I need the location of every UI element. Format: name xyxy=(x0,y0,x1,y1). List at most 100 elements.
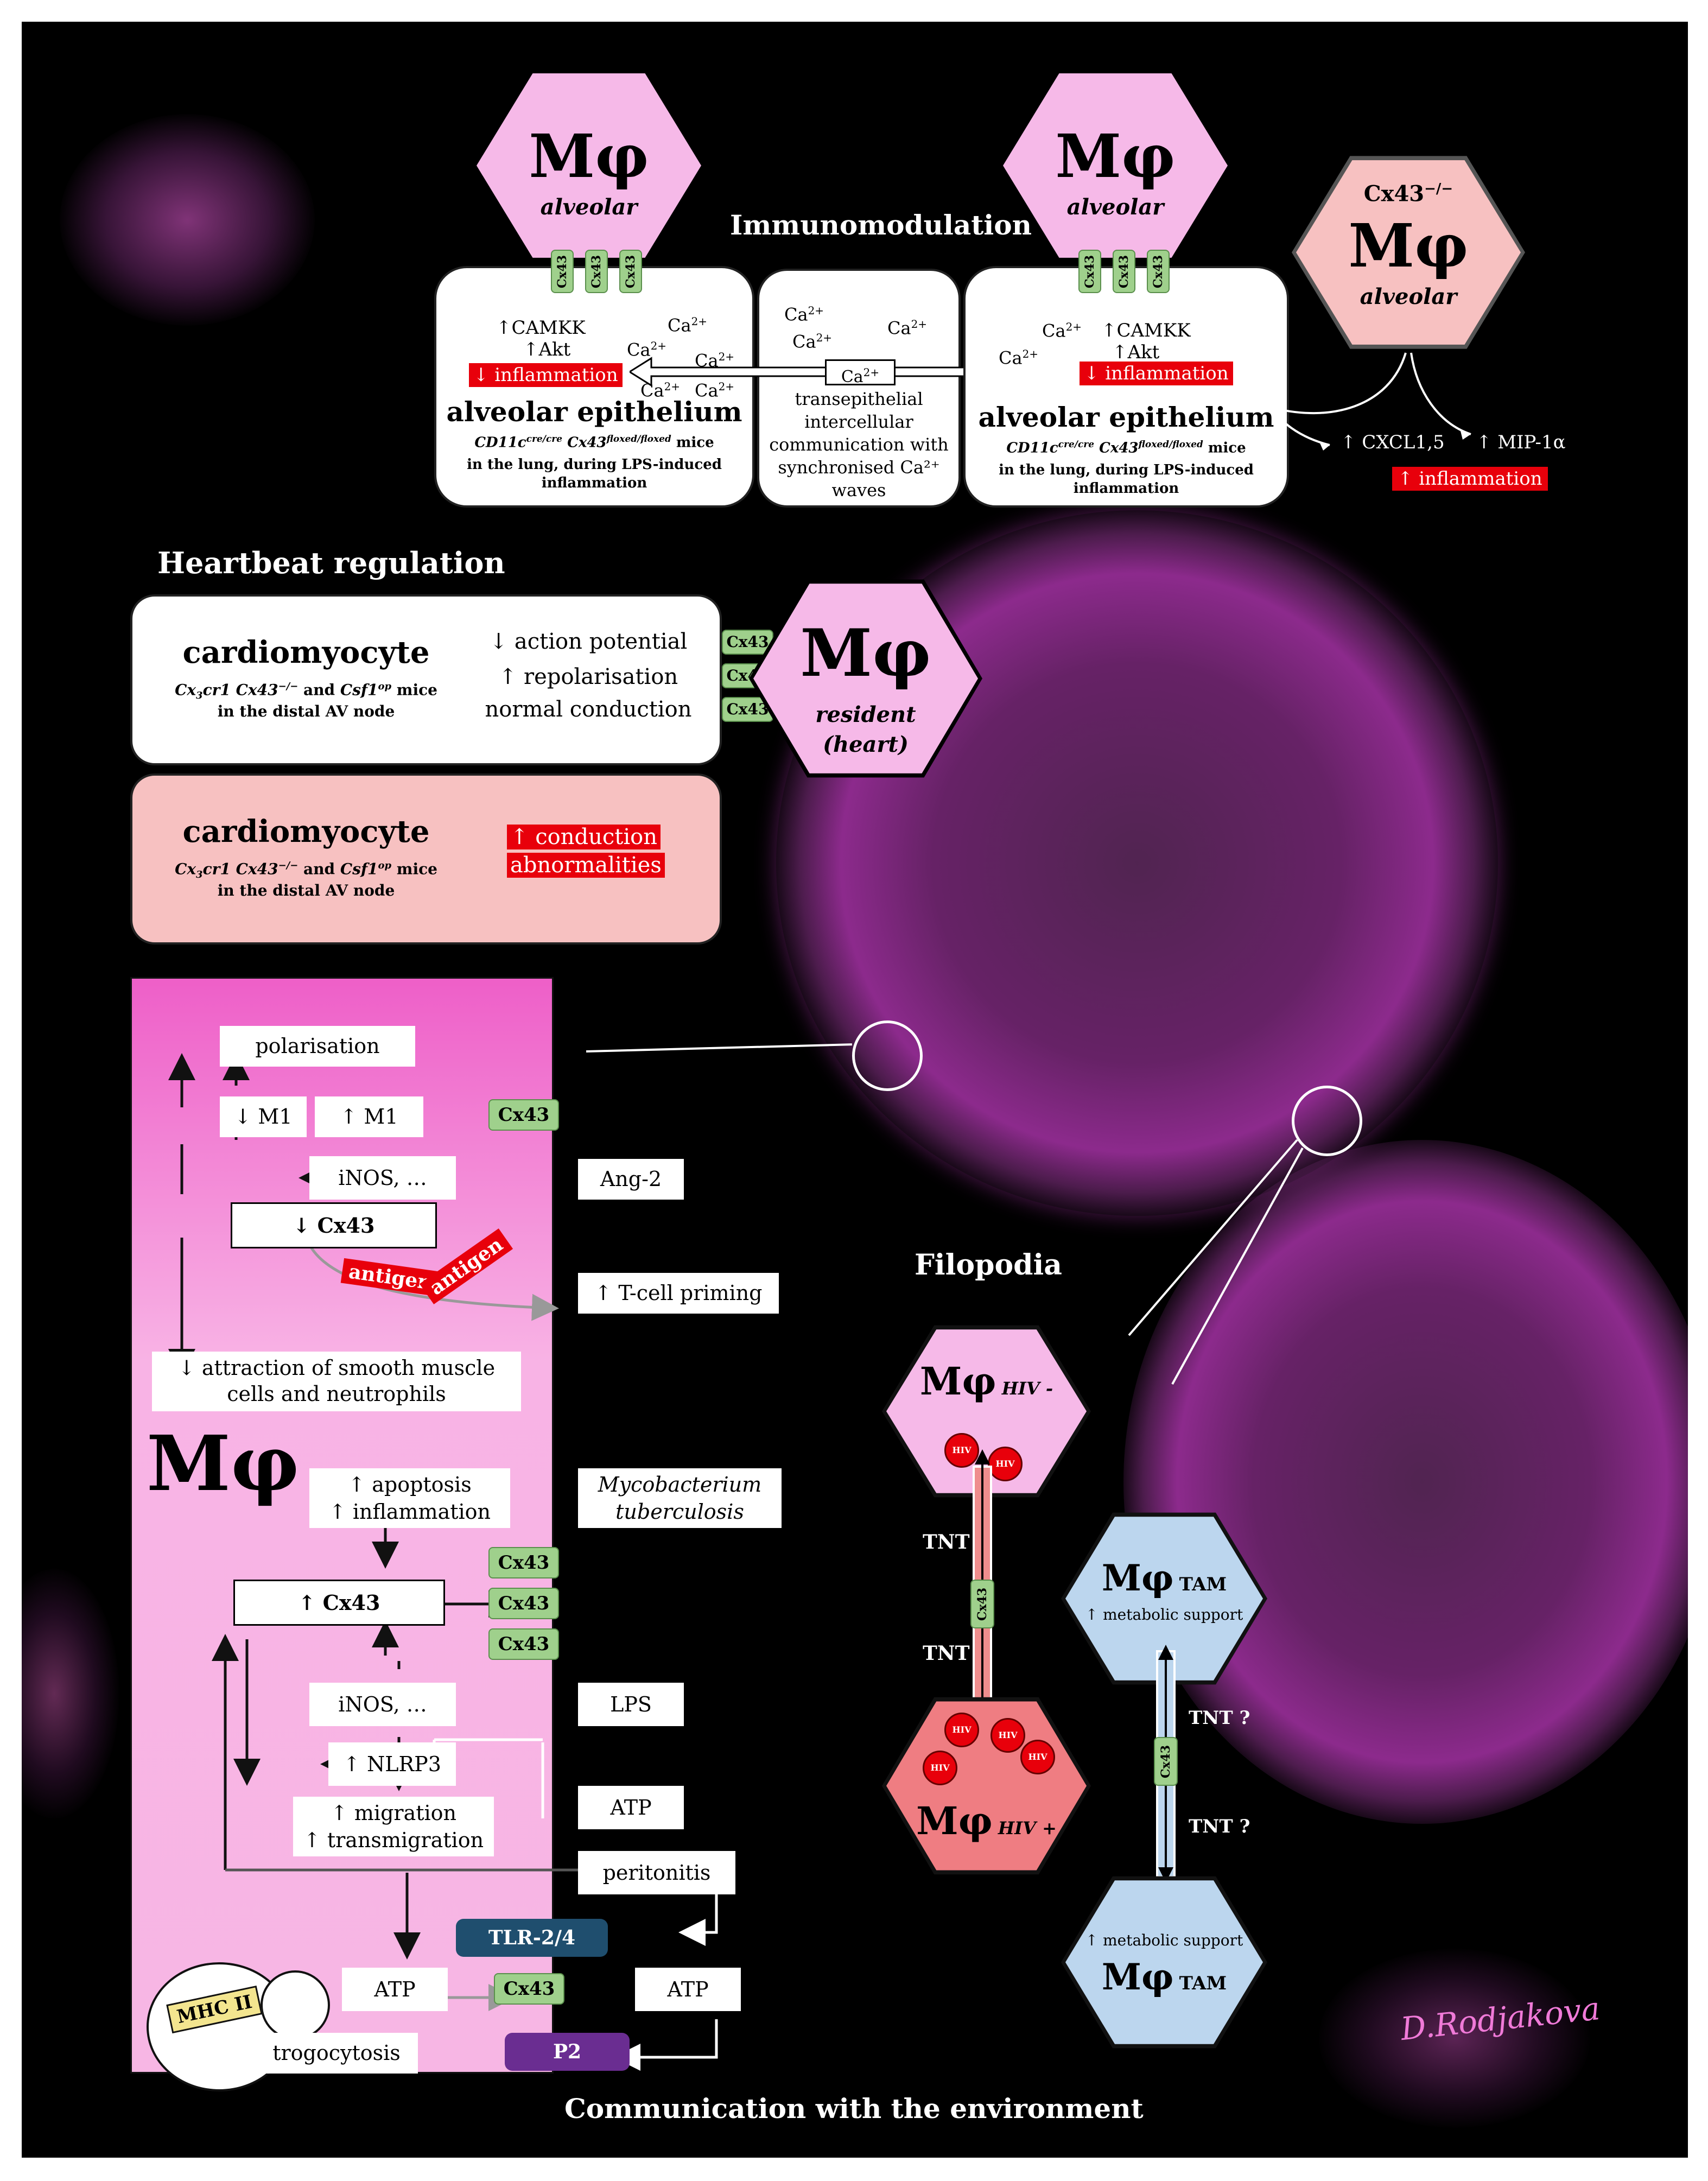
mice-location: in the distal AV node xyxy=(217,882,395,899)
cx43-connexin: Cx43 xyxy=(619,250,642,293)
mycobacterium-box: Mycobacterium tuberculosis xyxy=(578,1468,782,1528)
conduction-abnormalities-line1: ↑ conduction xyxy=(507,825,661,849)
cx43-connexin: Cx43 xyxy=(488,1547,559,1578)
mip-increase: ↑ MIP-1α xyxy=(1476,432,1566,453)
immunomodulation-title: Immunomodulation xyxy=(730,209,1032,241)
panel-arrows xyxy=(168,1053,718,2071)
cx43-connexin: Cx43 xyxy=(1113,250,1135,293)
polarisation-box: polarisation xyxy=(220,1026,415,1067)
heartbeat-title: Heartbeat regulation xyxy=(157,546,505,580)
cx43-up-box: ↑ Cx43 xyxy=(233,1580,445,1626)
cx43-connexin: Cx43 xyxy=(494,1973,564,2005)
alveolar-epithelium-right-box: ↑CAMKK ↑Akt ↓ inflammation alveolar epit… xyxy=(963,266,1289,508)
inflammation-down-badge: ↓ inflammation xyxy=(469,363,623,387)
calcium-center-label: Ca2+ xyxy=(825,359,896,386)
inflammation-increase-badge: ↑ inflammation xyxy=(1392,467,1548,491)
m1-up-box: ↑ M1 xyxy=(315,1096,423,1137)
cx43-connexin: Cx43 xyxy=(488,1628,559,1660)
alveolar-label: alveolar xyxy=(540,194,638,220)
atp-right-box: ATP xyxy=(635,1968,741,2011)
calcium-label: Ca2+ xyxy=(668,315,708,336)
cx43-connexin: Cx43 xyxy=(1078,250,1101,293)
calcium-label: Ca2+ xyxy=(792,331,833,352)
alveolar-epithelium-left-box: ↑CAMKK ↑Akt ↓ inflammation alveolar epit… xyxy=(434,266,754,508)
calcium-label: Ca2+ xyxy=(627,339,667,360)
mycobacterium-line2: tuberculosis xyxy=(615,1500,744,1524)
macrophage-alveolar-right-fill: Mφ alveolar xyxy=(1003,73,1228,258)
migration-box: ↑ migration ↑ transmigration xyxy=(293,1797,494,1856)
cx43-knockout-label: Cx43−/− xyxy=(1363,181,1453,207)
alveolar-label: alveolar xyxy=(1066,194,1164,220)
camkk-up: ↑CAMKK xyxy=(1101,320,1191,341)
normal-conduction: normal conduction xyxy=(485,697,692,722)
cardiomyocyte-title: cardiomyocyte xyxy=(182,635,430,670)
repolarisation-up: ↑ repolarisation xyxy=(498,664,678,689)
hiv-virus: HIV xyxy=(944,1713,979,1747)
cx43-connexin: Cx43 xyxy=(551,250,574,293)
hiv-virus: HIV xyxy=(923,1751,957,1785)
tnt-arrowhead-down xyxy=(1158,1867,1173,1882)
akt-up: ↑Akt xyxy=(523,339,571,360)
cx43-connexin: Cx43 xyxy=(722,630,773,655)
hiv-virus: HIV xyxy=(988,1447,1023,1481)
blurred-cell-topleft xyxy=(60,114,315,326)
communication-text: transepithelial intercellular communicat… xyxy=(769,389,949,500)
calcium-label: Ca2+ xyxy=(887,318,928,339)
metabolic-support: ↑ metabolic support xyxy=(1085,1606,1243,1624)
mice-context: in the lung, during LPS-induced inflamma… xyxy=(467,457,722,491)
trogocytosis-cell-small xyxy=(261,1970,330,2040)
tnt-arrowhead-up xyxy=(1158,1645,1173,1660)
tlr-receptor: TLR-2/4 xyxy=(456,1919,608,1957)
macrophage-resident-heart-fill: Mφ resident (heart) xyxy=(753,584,978,774)
cx43-connexin: Cx43 xyxy=(1147,250,1170,293)
inos-box: iNOS, … xyxy=(309,1683,456,1726)
alveolar-epithelium-title: alveolar epithelium xyxy=(446,396,742,428)
knockout-arrows xyxy=(1267,352,1471,451)
inos-box: iNOS, … xyxy=(309,1156,456,1200)
communication-footer: Communication with the environment xyxy=(564,2093,1144,2125)
calcium-label: Ca2+ xyxy=(999,347,1039,369)
macrophage-cx43-knockout-fill: Cx43−/− Mφ alveolar xyxy=(1296,160,1521,345)
transmigration-up: ↑ transmigration xyxy=(303,1828,484,1852)
zoom-lines-2 xyxy=(1128,1139,1304,1385)
migration-up: ↑ migration xyxy=(330,1801,457,1825)
mice-genotype: Cx3cr1 Cx43−/− and Csf1op mice xyxy=(175,860,437,880)
cx43-connexin: Cx43 xyxy=(488,1099,559,1131)
mphi-label: Mφ xyxy=(1348,211,1469,281)
cx43-connexin: Cx43 xyxy=(488,1588,559,1619)
mice-context: in the lung, during LPS-induced inflamma… xyxy=(999,462,1254,497)
tnt-question-label: TNT ? xyxy=(1189,1707,1250,1729)
mice-genotype: Cx3cr1 Cx43−/− and Csf1op mice xyxy=(175,681,437,701)
cx43-down-box: ↓ Cx43 xyxy=(231,1202,437,1248)
cardiomyocyte-abnormal-box: cardiomyocyte Cx3cr1 Cx43−/− and Csf1op … xyxy=(130,774,722,944)
trogocytosis-label: trogocytosis xyxy=(255,2033,418,2074)
calcium-label: Ca2+ xyxy=(1042,320,1082,341)
tcell-priming-box: ↑ T-cell priming xyxy=(578,1273,779,1314)
attraction-box: ↓ attraction of smooth muscle cells and … xyxy=(152,1352,521,1411)
filopodia-title: Filopodia xyxy=(915,1248,1062,1282)
metabolic-support: ↑ metabolic support xyxy=(1085,1931,1243,1949)
transepithelial-communication-box: transepithelial intercellular communicat… xyxy=(757,269,961,508)
cardiomyocyte-normal-box: cardiomyocyte Cx3cr1 Cx43−/− and Csf1op … xyxy=(130,594,722,765)
cx43-connexin: Cx43 xyxy=(970,1580,994,1628)
akt-up: ↑Akt xyxy=(1112,341,1160,363)
action-potential-down: ↓ action potential xyxy=(489,629,688,654)
atp-left-box: ATP xyxy=(342,1968,448,2011)
alveolar-label: alveolar xyxy=(1360,284,1457,309)
blurred-cell-left xyxy=(22,1569,119,1818)
inflammation-down-badge: ↓ inflammation xyxy=(1080,362,1233,385)
lps-box: LPS xyxy=(578,1683,684,1726)
mphi-label: Mφ xyxy=(529,121,649,191)
calcium-label: Ca2+ xyxy=(695,380,735,401)
hiv-virus: HIV xyxy=(944,1433,979,1468)
ang2-box: Ang-2 xyxy=(578,1159,684,1200)
zoom-circle-1 xyxy=(852,1020,923,1091)
mycobacterium-line1: Mycobacterium xyxy=(598,1473,762,1497)
p2-receptor: P2 xyxy=(505,2033,630,2071)
